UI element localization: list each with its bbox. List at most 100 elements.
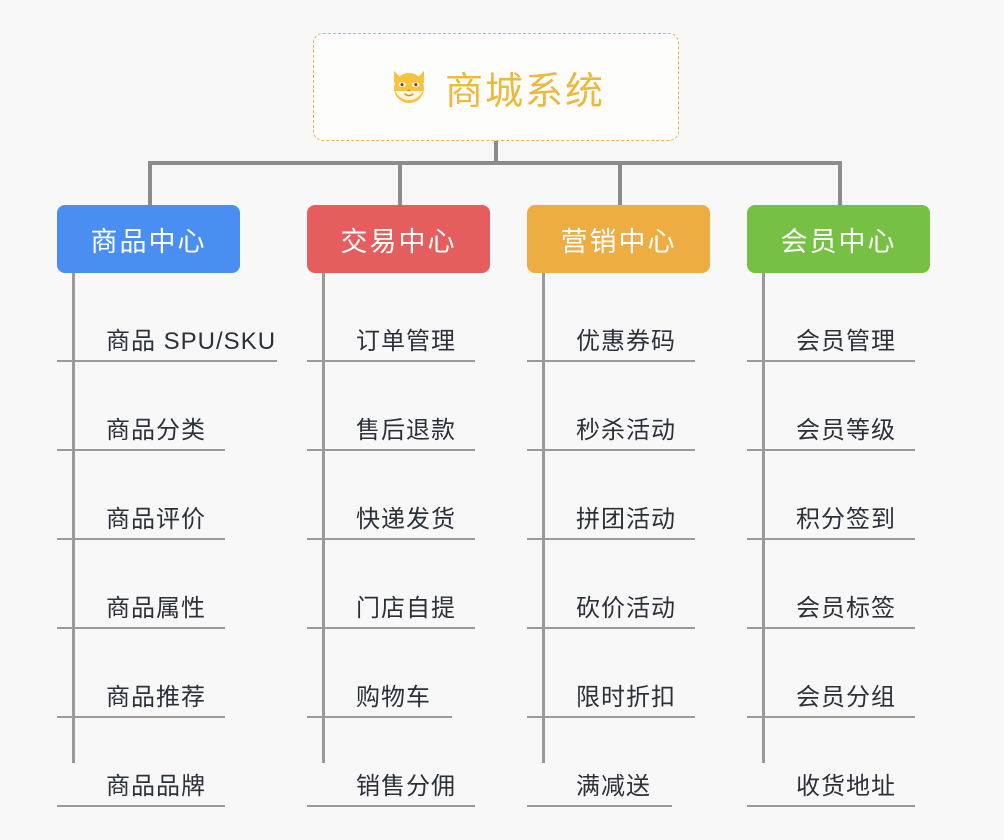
leaf-label: 商品推荐 [106,684,206,711]
leaf-underline [307,716,452,718]
leaf-label: 快递发货 [356,506,456,533]
leaf-underline [57,805,225,807]
leaf-label: 售后退款 [356,417,456,444]
leaf-underline [307,360,475,362]
leaf-label: 会员等级 [796,417,896,444]
list-item[interactable]: 门店自提 [307,540,475,629]
list-item[interactable]: 拼团活动 [527,451,695,540]
category-column-4: 会员中心 会员管理 会员等级 积分签到 会员标签 会员分组 [747,205,987,807]
category-column-3: 营销中心 优惠券码 秒杀活动 拼团活动 砍价活动 限时折扣 [527,205,767,807]
leaf-label: 砍价活动 [576,595,676,622]
root-node[interactable]: 商城系统 [313,33,679,141]
category-spine-1 [72,273,75,763]
list-item[interactable]: 商品 SPU/SKU [57,273,280,362]
leaf-underline [307,805,475,807]
list-item[interactable]: 商品评价 [57,451,280,540]
list-item[interactable]: 订单管理 [307,273,475,362]
drop-line-category-4 [838,161,842,207]
root-title: 商城系统 [444,70,605,113]
leaf-label: 秒杀活动 [576,417,676,444]
category-bus-line [150,161,840,165]
category-header-4[interactable]: 会员中心 [747,205,930,273]
leaf-label: 积分签到 [796,506,896,533]
drop-line-category-1 [148,161,152,207]
leaf-label: 会员标签 [796,595,896,622]
leaf-underline [527,805,672,807]
leaf-underline [747,716,915,718]
list-item[interactable]: 会员分组 [747,629,915,718]
list-item[interactable]: 商品品牌 [57,718,280,807]
leaf-list-4: 会员管理 会员等级 积分签到 会员标签 会员分组 收货地址 [747,273,915,807]
root-stem-line [494,141,498,164]
list-item[interactable]: 优惠券码 [527,273,695,362]
list-item[interactable]: 满减送 [527,718,680,807]
list-item[interactable]: 商品分类 [57,362,280,451]
list-item[interactable]: 会员等级 [747,362,915,451]
list-item[interactable]: 快递发货 [307,451,475,540]
category-spine-2 [322,273,325,763]
leaf-underline [527,449,695,451]
leaf-label: 商品 SPU/SKU [106,328,277,355]
leaf-underline [747,627,915,629]
list-item[interactable]: 购物车 [307,629,460,718]
category-header-2[interactable]: 交易中心 [307,205,490,273]
list-item[interactable]: 积分签到 [747,451,915,540]
leaf-label: 收货地址 [796,773,896,800]
leaf-underline [527,716,695,718]
leaf-label: 购物车 [356,684,431,711]
leaf-label: 会员分组 [796,684,896,711]
list-item[interactable]: 会员标签 [747,540,915,629]
leaf-underline [307,538,475,540]
leaf-underline [307,627,475,629]
leaf-label: 满减送 [576,773,651,800]
category-header-3[interactable]: 营销中心 [527,205,710,273]
leaf-list-1: 商品 SPU/SKU 商品分类 商品评价 商品属性 商品推荐 商品品牌 [57,273,280,807]
list-item[interactable]: 秒杀活动 [527,362,695,451]
category-column-1: 商品中心 商品 SPU/SKU 商品分类 商品评价 商品属性 商品推荐 [57,205,297,807]
leaf-label: 门店自提 [356,595,456,622]
list-item[interactable]: 商品推荐 [57,629,280,718]
leaf-label: 拼团活动 [576,506,676,533]
list-item[interactable]: 销售分佣 [307,718,475,807]
category-label-4: 会员中心 [780,226,897,257]
category-header-1[interactable]: 商品中心 [57,205,240,273]
list-item[interactable]: 会员管理 [747,273,915,362]
list-item[interactable]: 收货地址 [747,718,915,807]
leaf-underline [747,360,915,362]
leaf-label: 会员管理 [796,328,896,355]
list-item[interactable]: 商品属性 [57,540,280,629]
drop-line-category-2 [398,161,402,207]
list-item[interactable]: 砍价活动 [527,540,695,629]
category-spine-3 [542,273,545,763]
leaf-underline [747,449,915,451]
leaf-label: 优惠券码 [576,328,676,355]
leaf-label: 限时折扣 [576,684,676,711]
list-item[interactable]: 售后退款 [307,362,475,451]
leaf-underline [527,627,695,629]
drop-line-category-3 [618,161,622,207]
leaf-list-3: 优惠券码 秒杀活动 拼团活动 砍价活动 限时折扣 满减送 [527,273,695,807]
leaf-underline [57,360,277,362]
category-label-3: 营销中心 [560,226,677,257]
leaf-underline [57,627,225,629]
leaf-underline [747,538,915,540]
leaf-label: 商品分类 [106,417,206,444]
list-item[interactable]: 限时折扣 [527,629,695,718]
leaf-label: 商品品牌 [106,773,206,800]
leaf-underline [747,805,915,807]
category-label-1: 商品中心 [90,226,207,257]
leaf-underline [57,538,225,540]
leaf-underline [57,716,225,718]
category-label-2: 交易中心 [340,226,457,257]
leaf-underline [527,360,695,362]
shiba-dog-emoji [387,65,431,109]
leaf-underline [57,449,225,451]
category-column-2: 交易中心 订单管理 售后退款 快递发货 门店自提 购物车 [307,205,547,807]
leaf-underline [527,538,695,540]
leaf-label: 商品属性 [106,595,206,622]
category-spine-4 [762,273,765,763]
leaf-list-2: 订单管理 售后退款 快递发货 门店自提 购物车 销售分佣 [307,273,475,807]
leaf-underline [307,449,475,451]
leaf-label: 商品评价 [106,506,206,533]
